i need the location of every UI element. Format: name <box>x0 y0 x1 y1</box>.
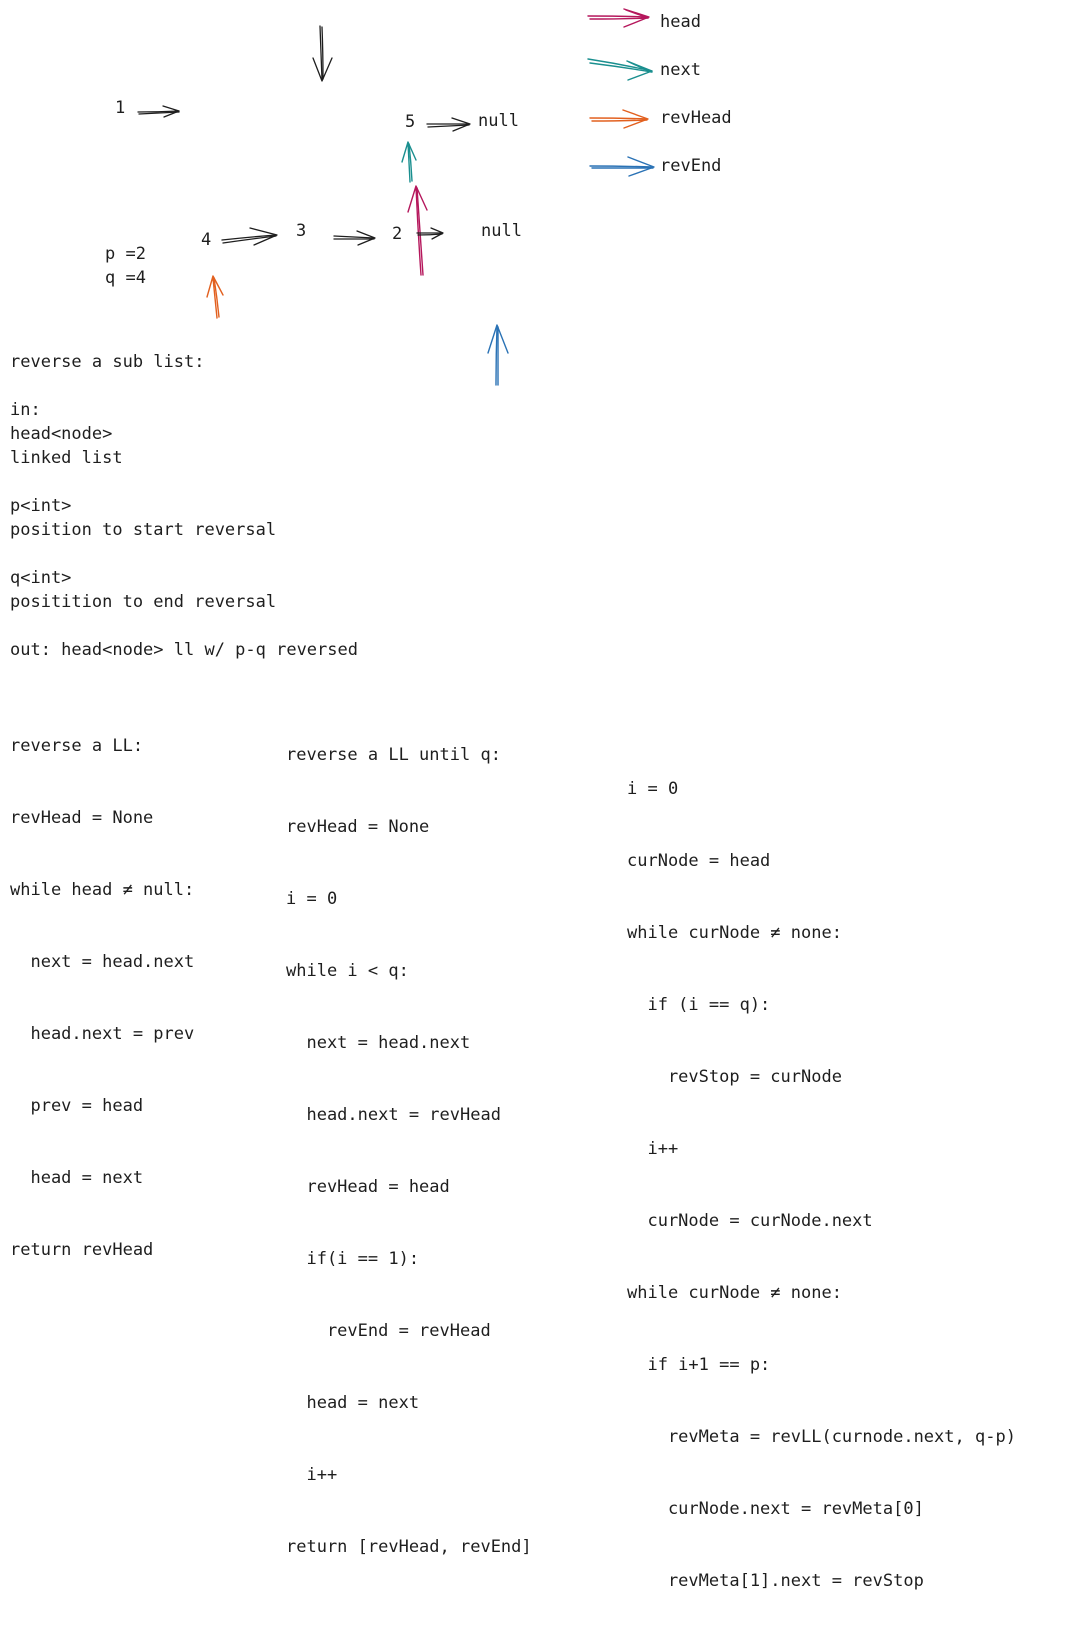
legend-arrow-head <box>587 8 650 28</box>
in-label: in: <box>10 400 41 420</box>
null-top: null <box>478 111 519 131</box>
arrow-down-top <box>312 25 333 82</box>
code-line: i = 0 <box>627 779 679 799</box>
arrow-3-2 <box>333 230 376 246</box>
p-desc: position to start reversal <box>10 520 277 540</box>
code-line: revHead = None <box>10 808 154 828</box>
code-line: if i+1 == p: <box>627 1355 771 1375</box>
code-line: reverse a LL until q: <box>286 745 501 765</box>
code-line: while head ≠ null: <box>10 880 195 900</box>
code-line: prev = head <box>10 1096 144 1116</box>
arrow-next-up <box>401 141 417 183</box>
code-line: next = head.next <box>286 1033 471 1053</box>
legend-arrow-revHead <box>589 109 649 129</box>
node-2: 2 <box>392 224 403 244</box>
code-line: revMeta = revLL(curnode.next, q-p) <box>627 1427 1016 1447</box>
code-line: revStop = curNode <box>627 1067 842 1087</box>
code-line: head = next <box>286 1393 420 1413</box>
code-reverse-until-q: reverse a LL until q: revHead = None i =… <box>286 695 532 1607</box>
code-line: if (i == q): <box>627 995 771 1015</box>
code-line: while i < q: <box>286 961 409 981</box>
code-line: i++ <box>286 1465 338 1485</box>
arrow-2-null <box>416 227 444 240</box>
code-line: curNode.next = revMeta[0] <box>627 1499 924 1519</box>
p-type: p<int> <box>10 496 72 516</box>
code-line: revEnd = revHead <box>286 1321 491 1341</box>
legend-label-next: next <box>660 60 701 80</box>
arrow-5-null <box>426 117 471 132</box>
whiteboard-canvas: head next revHead revEnd 1 5 null 4 3 2 … <box>10 8 1016 1591</box>
code-line: while curNode ≠ none: <box>627 1283 842 1303</box>
node-3: 3 <box>296 221 307 241</box>
legend-arrow-next <box>587 58 653 81</box>
code-reverse-ll: reverse a LL: revHead = None while head … <box>10 686 194 1310</box>
head-type: head<node> <box>10 424 113 444</box>
code-line: next = head.next <box>10 952 195 972</box>
node-1: 1 <box>115 98 126 118</box>
code-line: head = next <box>10 1168 144 1188</box>
code-line: revMeta[1].next = revStop <box>627 1571 924 1591</box>
code-line: curNode = curNode.next <box>627 1211 873 1231</box>
code-line: revHead = None <box>286 817 430 837</box>
arrow-revEnd-up <box>487 324 509 386</box>
p-value: p =2 <box>105 244 146 264</box>
q-type: q<int> <box>10 568 72 588</box>
code-line: if(i == 1): <box>286 1249 420 1269</box>
code-line: head.next = revHead <box>286 1105 501 1125</box>
code-line: i++ <box>627 1139 679 1159</box>
code-line: while curNode ≠ none: <box>627 923 842 943</box>
code-line: reverse a LL: <box>10 736 144 756</box>
legend-arrow-revEnd <box>589 156 655 177</box>
out-line: out: head<node> ll w/ p-q reversed <box>10 640 358 660</box>
node-4: 4 <box>201 230 212 250</box>
legend-label-revHead: revHead <box>660 108 732 128</box>
arrow-head-up <box>407 185 428 276</box>
head-desc: linked list <box>10 448 123 468</box>
arrow-revHead-up <box>206 275 224 319</box>
arrow-1-right <box>137 105 180 118</box>
problem-title: reverse a sub list: <box>10 352 205 372</box>
null-bottom: null <box>481 221 522 241</box>
q-desc: positition to end reversal <box>10 592 277 612</box>
code-line: return revHead <box>10 1240 154 1260</box>
node-5: 5 <box>405 112 416 132</box>
code-line: i = 0 <box>286 889 338 909</box>
q-value: q =4 <box>105 268 146 288</box>
arrow-4-3 <box>221 227 278 246</box>
legend-label-head: head <box>660 12 701 32</box>
code-line: curNode = head <box>627 851 771 871</box>
code-line: return [revHead, revEnd] <box>286 1537 532 1557</box>
legend-label-revEnd: revEnd <box>660 156 722 176</box>
code-main: i = 0 curNode = head while curNode ≠ non… <box>627 729 1016 1641</box>
code-line: revHead = head <box>286 1177 450 1197</box>
